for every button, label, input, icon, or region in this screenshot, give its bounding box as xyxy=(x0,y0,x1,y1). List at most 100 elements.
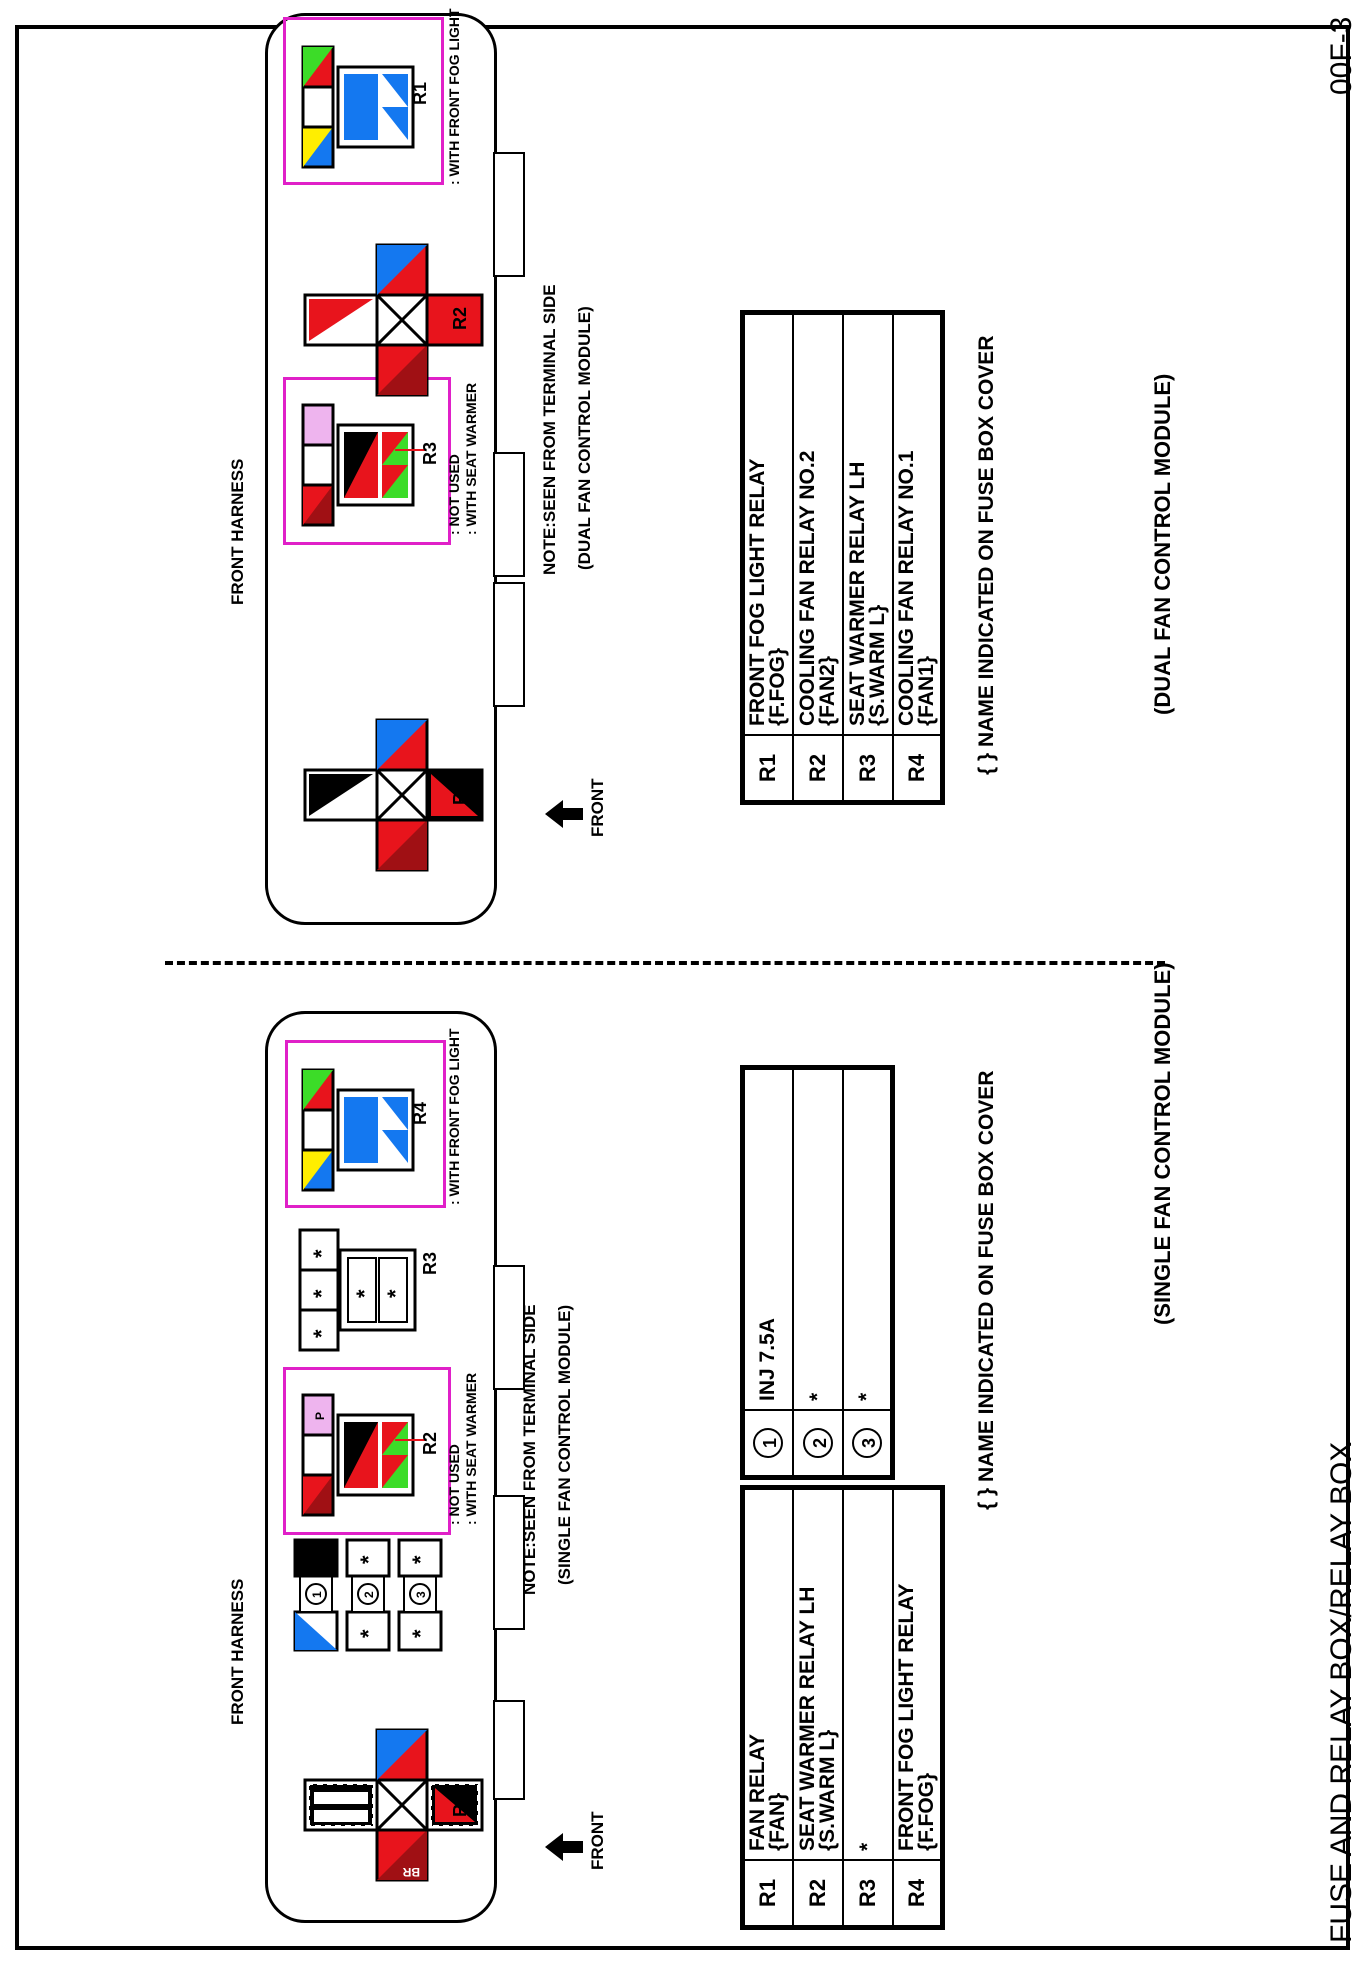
dual-box-notch xyxy=(493,152,525,277)
relay-cover-name: {F.FOG} xyxy=(914,1772,938,1851)
relay-name-text: SEAT WARMER RELAY LH xyxy=(845,461,869,726)
relay-name: FRONT FOG LIGHT RELAY{F.FOG} xyxy=(892,1487,943,1860)
fuse-number: 2 xyxy=(802,1428,833,1458)
table-row: 2* xyxy=(792,1067,843,1478)
single-r2-label: R2 xyxy=(420,1431,440,1455)
svg-text:BR: BR xyxy=(402,1865,420,1879)
dual-r2-relay xyxy=(303,243,484,397)
svg-text:P: P xyxy=(313,1412,327,1420)
dual-front-arrow-head-icon xyxy=(545,800,563,828)
relay-cover-name: {FAN} xyxy=(766,1792,790,1851)
relay-id: R3 xyxy=(842,1860,893,1928)
svg-text:*: * xyxy=(356,1629,381,1638)
dual-r3-relay xyxy=(301,403,426,527)
relay-cover-name: {F.FOG} xyxy=(766,647,790,726)
dual-r3-label: R3 xyxy=(420,441,440,465)
dual-harness-label: FRONT HARNESS xyxy=(228,458,247,605)
relay-name-text: FRONT FOG LIGHT RELAY xyxy=(746,458,770,726)
single-box-notch xyxy=(493,1700,525,1800)
single-r1-left-pin: BR xyxy=(375,1828,429,1882)
dual-legend: { } NAME INDICATED ON FUSE BOX COVER xyxy=(975,335,998,775)
svg-text:*: * xyxy=(309,1289,334,1298)
relay-name-text: SEAT WARMER RELAY LH xyxy=(795,1586,819,1851)
dual-r4-relay xyxy=(303,718,484,872)
relay-id: R3 xyxy=(842,735,893,803)
relay-name: * xyxy=(842,1487,893,1860)
svg-text:*: * xyxy=(383,1289,408,1298)
relay-name: COOLING FAN RELAY NO.2{FAN2} xyxy=(792,312,843,735)
svg-text:*: * xyxy=(309,1329,334,1338)
relay-name: FRONT FOG LIGHT RELAY{F.FOG} xyxy=(742,312,793,735)
dual-box-notch xyxy=(493,582,525,707)
single-r2-option: : WITH SEAT WARMER xyxy=(463,1372,479,1525)
table-row: 1 INJ 7.5A xyxy=(742,1067,793,1478)
svg-text:*: * xyxy=(408,1629,433,1638)
relay-cover-name: {S.WARM L} xyxy=(865,604,889,726)
relay-id: R1 xyxy=(742,1860,793,1928)
single-r2-not-used: : NOT USED xyxy=(446,1444,462,1525)
dual-r2-label: R2 xyxy=(450,306,470,330)
page-title: FUSE AND RELAY BOX/RELAY BOX xyxy=(1325,1441,1358,1943)
relay-name-text: COOLING FAN RELAY NO.2 xyxy=(795,450,819,726)
relay-id: R2 xyxy=(792,1860,843,1928)
relay-id: R4 xyxy=(892,1860,943,1928)
single-harness-label: FRONT HARNESS xyxy=(228,1578,247,1725)
fuse-number-cell: 1 xyxy=(742,1410,793,1478)
table-row: R1 FAN RELAY{FAN} xyxy=(742,1487,793,1928)
relay-name-text: * xyxy=(855,1842,879,1851)
dual-r1-label: R1 xyxy=(410,81,430,105)
svg-text:1: 1 xyxy=(310,1591,324,1598)
relay-id: R1 xyxy=(742,735,793,803)
single-r1-top-pin xyxy=(303,1778,379,1832)
dual-caption: (DUAL FAN CONTROL MODULE) xyxy=(1150,373,1175,715)
relay-cover-name: {FAN2} xyxy=(815,655,839,726)
relay-name-text: FAN RELAY xyxy=(746,1733,770,1851)
svg-text:*: * xyxy=(309,1249,334,1258)
page-number: 00F-3 xyxy=(1325,16,1358,95)
relay-cover-name: {FAN1} xyxy=(914,655,938,726)
fuse-value: * xyxy=(792,1067,843,1410)
relay-name: COOLING FAN RELAY NO.1{FAN1} xyxy=(892,312,943,735)
single-r3-relay: * * * * * xyxy=(298,1228,417,1352)
single-r3-label: R3 xyxy=(420,1251,440,1275)
relay-name: SEAT WARMER RELAY LH{S.WARM L} xyxy=(842,312,893,735)
single-r1-bottom-pin xyxy=(425,1778,484,1832)
relay-name-text: FRONT FOG LIGHT RELAY xyxy=(894,1583,918,1851)
dual-r4-label: R4 xyxy=(450,781,470,805)
svg-text:*: * xyxy=(352,1289,377,1298)
fuse-number: 1 xyxy=(753,1428,784,1458)
dual-r1-relay xyxy=(301,45,415,169)
relay-name-text: COOLING FAN RELAY NO.1 xyxy=(894,450,918,726)
relay-id: R4 xyxy=(892,735,943,803)
svg-text:*: * xyxy=(408,1555,433,1564)
dual-r3-option: : WITH SEAT WARMER xyxy=(463,382,479,535)
single-r4-option: : WITH FRONT FOG LIGHT xyxy=(446,1028,462,1205)
single-note: NOTE:SEEN FROM TERMINAL SIDE xyxy=(520,1304,539,1595)
single-module-label: (SINGLE FAN CONTROL MODULE) xyxy=(555,1304,574,1585)
dual-r1-option: : WITH FRONT FOG LIGHT xyxy=(446,8,462,185)
fuse-2: * 2 * xyxy=(345,1538,391,1652)
single-r4-relay xyxy=(301,1068,415,1192)
single-r2-relay: P xyxy=(301,1393,426,1517)
single-r1-right-pin xyxy=(375,1728,429,1782)
dual-r3-not-used: : NOT USED xyxy=(446,454,462,535)
fuse-value: INJ 7.5A xyxy=(742,1067,793,1410)
dual-module-label: (DUAL FAN CONTROL MODULE) xyxy=(575,306,594,570)
relay-id: R2 xyxy=(792,735,843,803)
dual-box-notch xyxy=(493,452,525,577)
fuse-number: 3 xyxy=(851,1428,882,1458)
single-fuse-block: 1 * 2 * * 3 * xyxy=(293,1538,443,1652)
fuse-1: 1 xyxy=(293,1538,339,1652)
single-caption: (SINGLE FAN CONTROL MODULE) xyxy=(1150,962,1175,1325)
section-divider xyxy=(165,961,1165,965)
fuse-number-cell: 2 xyxy=(792,1410,843,1478)
table-row: 3* xyxy=(842,1067,893,1478)
svg-text:3: 3 xyxy=(414,1591,428,1598)
single-r1-center xyxy=(375,1778,429,1832)
